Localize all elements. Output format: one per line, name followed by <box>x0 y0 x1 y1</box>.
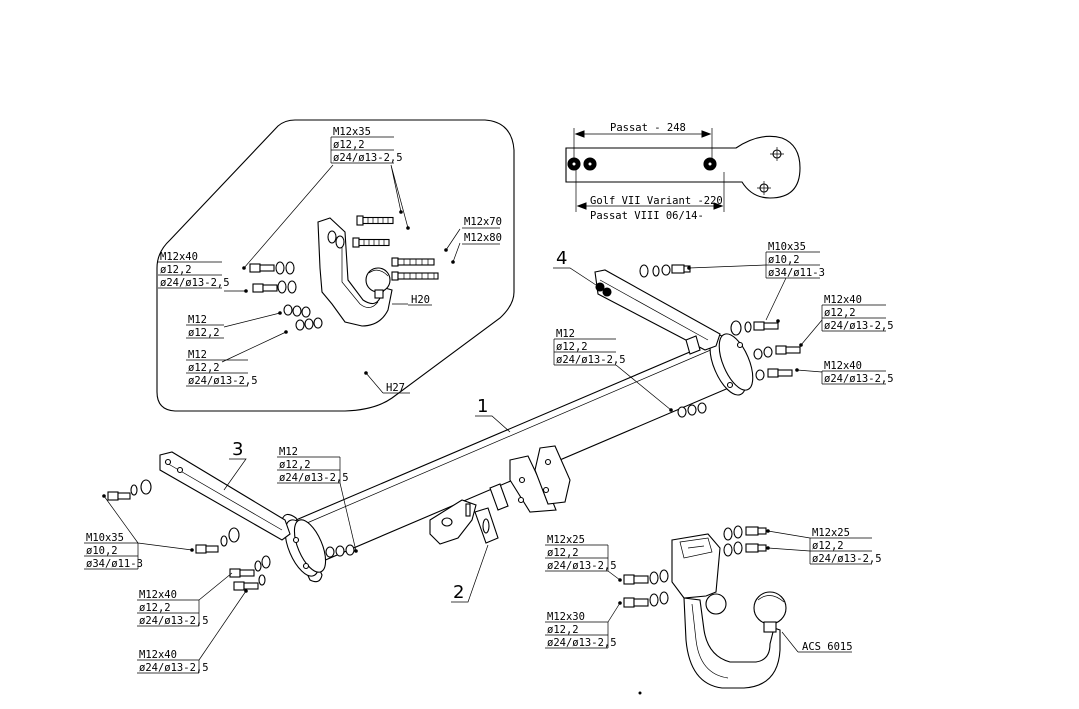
label-left-m12x40b: M12x40 ø24/ø13-2,5 <box>137 590 247 674</box>
hardware-right <box>639 264 803 418</box>
label-m12x80: M12x80 <box>462 232 502 245</box>
svg-text:M12x40: M12x40 <box>824 294 862 306</box>
svg-text:ø12,2: ø12,2 <box>279 459 311 471</box>
label-bottom-m12x30: M12x30 ø12,2 ø24/ø13-2,5 <box>545 602 621 649</box>
svg-text:ø24/ø13-2,5: ø24/ø13-2,5 <box>160 277 230 289</box>
svg-text:ø12,2: ø12,2 <box>547 547 579 559</box>
label-h20: H20 <box>408 294 432 306</box>
svg-text:M12x30: M12x30 <box>547 611 585 623</box>
svg-text:M12x40: M12x40 <box>824 360 862 372</box>
svg-text:ø12,2: ø12,2 <box>160 264 192 276</box>
svg-text:ø12,2: ø12,2 <box>547 624 579 636</box>
label-m12-a: M12 ø12,2 <box>186 314 224 339</box>
label-right-m12x25: M12x25 ø12,2 ø24/ø13-2,5 <box>767 527 882 565</box>
svg-text:H20: H20 <box>411 294 430 306</box>
svg-text:ø10,2: ø10,2 <box>86 545 118 557</box>
svg-text:ø10,2: ø10,2 <box>768 254 800 266</box>
label-m12-b: M12 ø12,2 ø24/ø13-2,5 <box>186 349 258 387</box>
label-m12x70: M12x70 <box>462 216 502 229</box>
svg-text:M12: M12 <box>279 446 298 458</box>
svg-text:ø24/ø13-2,5: ø24/ø13-2,5 <box>556 354 626 366</box>
part-number-4: 4 <box>556 248 567 269</box>
hardware-left <box>102 479 358 593</box>
label-right-m12x40: M12x40 ø12,2 ø24/ø13-2,5 <box>800 294 894 346</box>
part-number-3: 3 <box>232 439 243 460</box>
svg-text:ø12,2: ø12,2 <box>333 139 365 151</box>
svg-text:H27: H27 <box>386 382 405 394</box>
part-number-1: 1 <box>477 396 488 417</box>
label-right-m10x35: M10x35 ø10,2 ø34/ø11-3 <box>688 241 825 321</box>
label-bottom-m12x25: M12x25 ø12,2 ø24/ø13-2,5 <box>545 534 621 581</box>
label-center-m12: M12 ø12,2 ø24/ø13-2,5 <box>553 328 672 411</box>
svg-text:ø12,2: ø12,2 <box>556 341 588 353</box>
svg-text:ø24/ø13-2,5: ø24/ø13-2,5 <box>139 662 209 674</box>
plate-diagram: Passat - 248 Golf VII Variant -220 Passa… <box>565 122 801 222</box>
svg-text:M12x40: M12x40 <box>139 649 177 661</box>
svg-text:M12: M12 <box>556 328 575 340</box>
label-left-m10x35: M10x35 ø10,2 ø34/ø11-3 <box>84 495 193 570</box>
svg-text:ø24/ø13-2,5: ø24/ø13-2,5 <box>812 553 882 565</box>
svg-text:M12x25: M12x25 <box>812 527 850 539</box>
crossbar-tube <box>281 333 754 583</box>
label-m12x35: M12x35 ø12,2 ø24/ø13-2,5 <box>330 126 403 164</box>
label-right-m12x40b: M12x40 ø24/ø13-2,5 <box>796 360 894 385</box>
svg-text:M12x80: M12x80 <box>464 232 502 244</box>
inset-detail: M12x35 ø12,2 ø24/ø13-2,5 M12x40 ø12,2 ø2… <box>156 119 515 412</box>
label-left-m12: M12 ø12,2 ø24/ø13-2,5 <box>277 446 357 552</box>
svg-text:M12x25: M12x25 <box>547 534 585 546</box>
part-number-2: 2 <box>453 582 464 603</box>
bracket-left <box>159 451 291 541</box>
bracket-right <box>594 269 721 355</box>
passat-viii-note: Passat VIII 06/14- <box>590 210 704 222</box>
svg-text:M12: M12 <box>188 349 207 361</box>
svg-text:ø24/ø13-2,5: ø24/ø13-2,5 <box>333 152 403 164</box>
svg-text:M12x40: M12x40 <box>139 589 177 601</box>
label-left-m12x40: M12x40 ø12,2 ø24/ø13-2,5 <box>137 572 233 627</box>
svg-text:ø24/ø13-2,5: ø24/ø13-2,5 <box>824 320 894 332</box>
svg-text:ø12,2: ø12,2 <box>812 540 844 552</box>
svg-text:M10x35: M10x35 <box>86 532 124 544</box>
part-numbers: 1 2 3 4 <box>223 248 597 603</box>
label-acs: ACS 6015 <box>781 631 853 653</box>
towball-assembly <box>618 525 787 695</box>
svg-text:ø34/ø11-3: ø34/ø11-3 <box>86 558 143 570</box>
svg-text:ø24/ø13-2,5: ø24/ø13-2,5 <box>188 375 258 387</box>
svg-text:ø12,2: ø12,2 <box>139 602 171 614</box>
socket-bracket <box>429 499 499 545</box>
svg-text:M12: M12 <box>188 314 207 326</box>
svg-text:M12x40: M12x40 <box>160 251 198 263</box>
svg-text:M10x35: M10x35 <box>768 241 806 253</box>
svg-text:ø12,2: ø12,2 <box>188 327 220 339</box>
label-m12x40: M12x40 ø12,2 ø24/ø13-2,5 <box>158 251 230 289</box>
svg-text:ø24/ø13-2,5: ø24/ø13-2,5 <box>279 472 349 484</box>
svg-text:ø24/ø13-2,5: ø24/ø13-2,5 <box>547 560 617 572</box>
svg-text:M12x70: M12x70 <box>464 216 502 228</box>
svg-text:ø24/ø13-2,5: ø24/ø13-2,5 <box>547 637 617 649</box>
svg-text:ø24/ø13-2,5: ø24/ø13-2,5 <box>824 373 894 385</box>
svg-text:ø12,2: ø12,2 <box>188 362 220 374</box>
label-h27: H27 <box>383 382 410 394</box>
golf-dimension: Golf VII Variant -220 <box>590 195 723 207</box>
passat-dimension: Passat - 248 <box>610 122 686 134</box>
svg-text:ø24/ø13-2,5: ø24/ø13-2,5 <box>139 615 209 627</box>
svg-text:M12x35: M12x35 <box>333 126 371 138</box>
inset-bolts-upper <box>327 210 455 281</box>
svg-text:ø12,2: ø12,2 <box>824 307 856 319</box>
svg-text:ø34/ø11-3: ø34/ø11-3 <box>768 267 825 279</box>
svg-text:ACS 6015: ACS 6015 <box>802 641 853 653</box>
